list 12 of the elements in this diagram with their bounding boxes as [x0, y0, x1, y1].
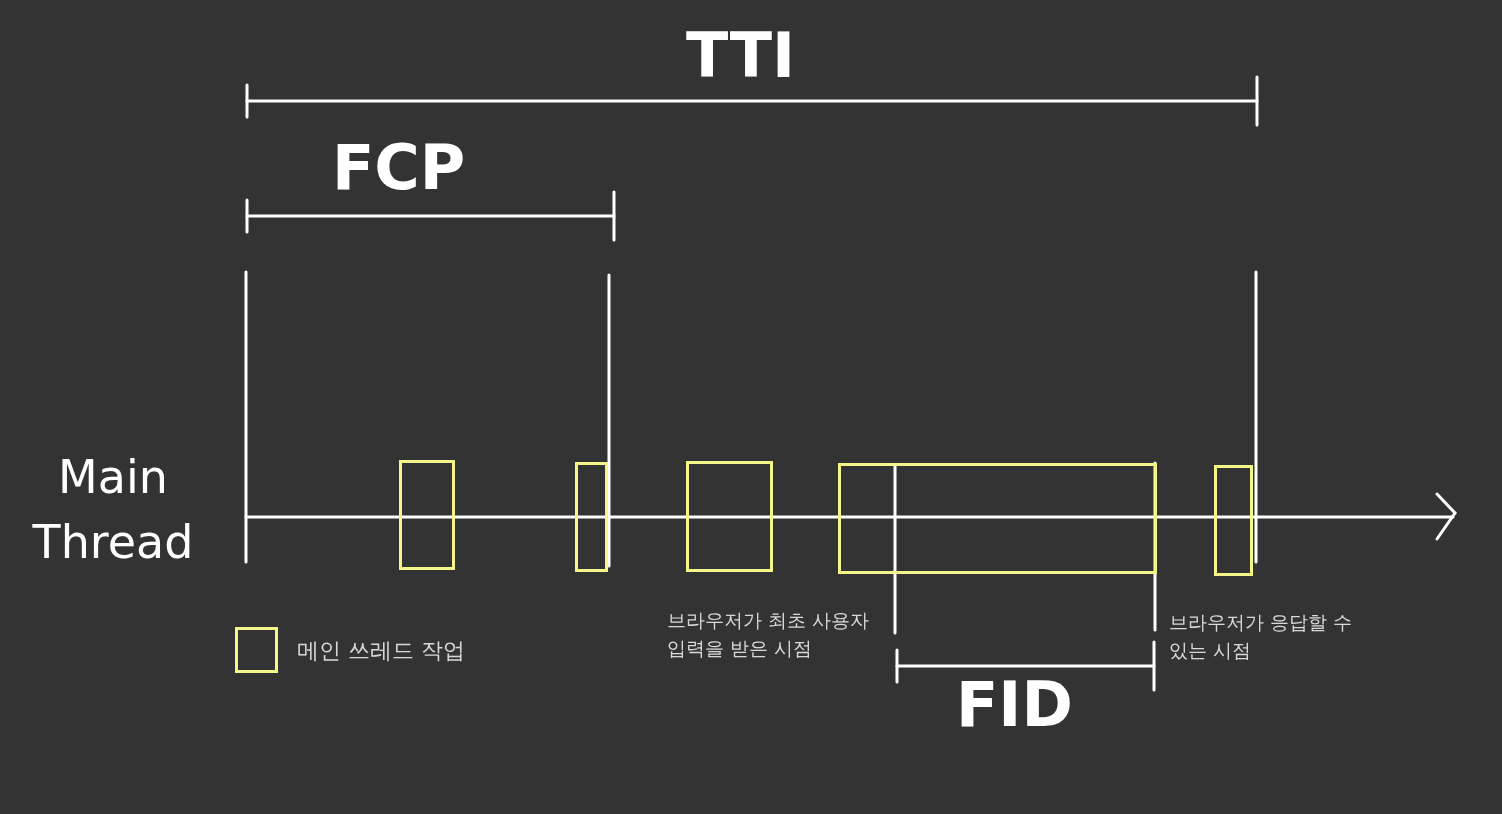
task-box — [399, 460, 455, 570]
metric-label: FCP — [332, 137, 466, 199]
task-box — [838, 463, 1157, 574]
task-box — [575, 462, 608, 572]
row-label: Main Thread — [31, 449, 195, 572]
legend-text: 메인 쓰레드 작업 — [297, 637, 465, 665]
metric-label: TTI — [686, 25, 796, 87]
annotation-text: 브라우저가 최초 사용자 입력을 받은 시점 — [667, 608, 871, 661]
task-box — [686, 461, 773, 572]
task-box — [1214, 465, 1253, 576]
annotation-text: 브라우저가 응답할 수 있는 시점 — [1169, 610, 1354, 663]
metric-label: FID — [956, 674, 1073, 736]
